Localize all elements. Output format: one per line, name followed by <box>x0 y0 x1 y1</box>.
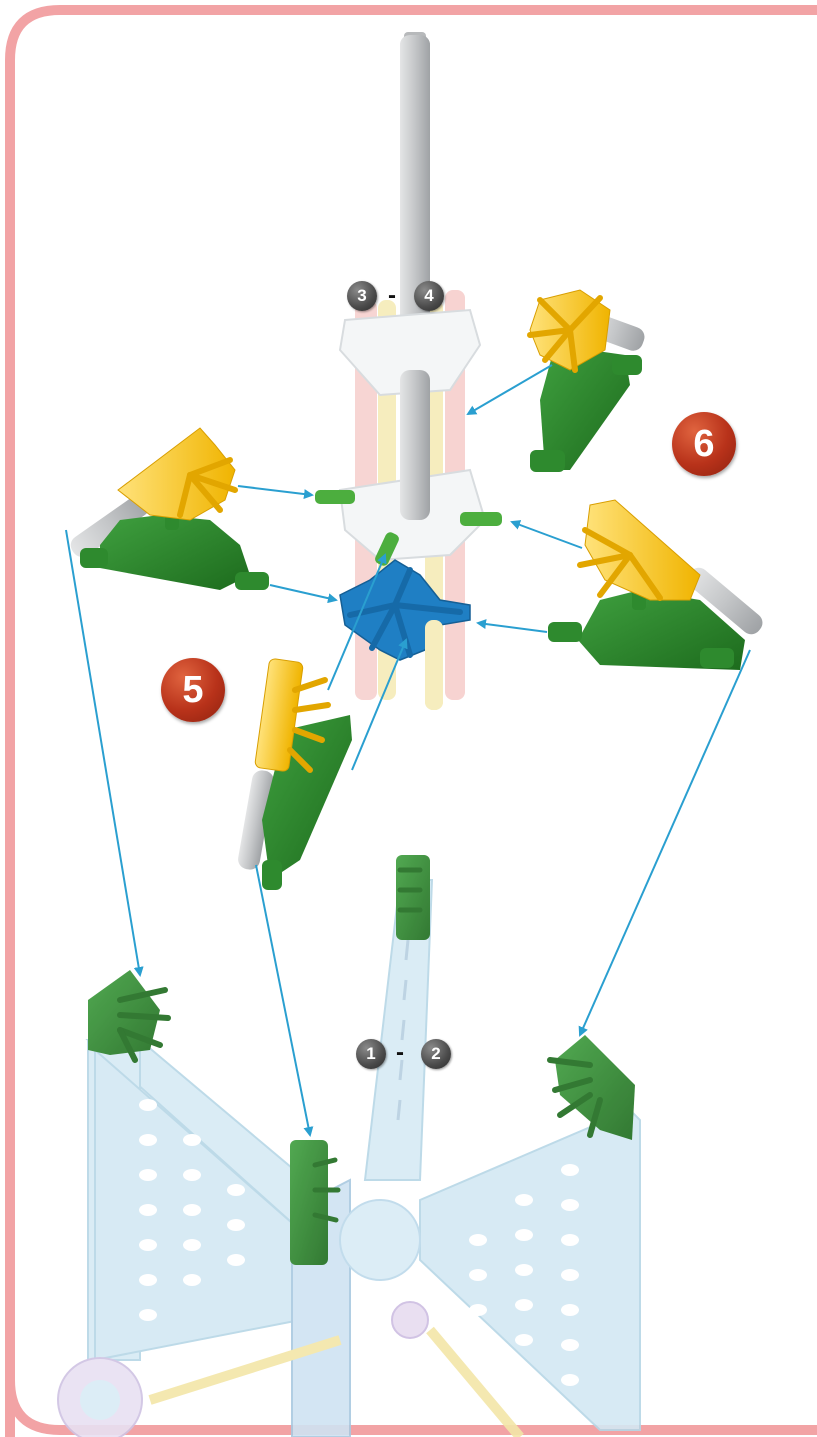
step-number-5: 5 <box>182 669 203 712</box>
subassembly-right <box>548 500 767 670</box>
green-connector-left <box>88 970 168 1060</box>
reference-badge-3: 3 <box>347 281 377 311</box>
arrow-left-yellow <box>238 486 312 495</box>
step-number-6: 6 <box>693 423 714 466</box>
green-connector-top <box>396 855 430 940</box>
reference-badge-4: 4 <box>414 281 444 311</box>
reference-separator-upper: - <box>388 284 396 308</box>
base-hub-center <box>340 1200 420 1280</box>
arrow-lower-down <box>256 865 310 1135</box>
subassembly-left <box>67 428 269 590</box>
green-connector-right <box>550 1035 635 1140</box>
step-badge-5: 5 <box>161 658 225 722</box>
arrow-right-yellow <box>512 522 582 548</box>
reference-badge-1: 1 <box>356 1039 386 1069</box>
arrow-left-down <box>66 530 140 975</box>
base-hub-purple <box>392 1302 428 1338</box>
base-hub-corner-inner <box>80 1380 120 1420</box>
arrow-left-green <box>270 585 336 600</box>
tower <box>315 32 502 710</box>
arrow-right-down <box>580 650 750 1035</box>
arrow-top-right <box>468 365 552 414</box>
arrow-right-green <box>478 623 547 632</box>
reference-separator-lower: - <box>396 1041 404 1065</box>
base-assembly <box>58 855 640 1437</box>
subassembly-lower <box>236 658 352 890</box>
step-badge-6: 6 <box>672 412 736 476</box>
subassembly-top-right <box>530 290 647 472</box>
reference-badge-2: 2 <box>421 1039 451 1069</box>
base-rod-right <box>430 1330 520 1437</box>
